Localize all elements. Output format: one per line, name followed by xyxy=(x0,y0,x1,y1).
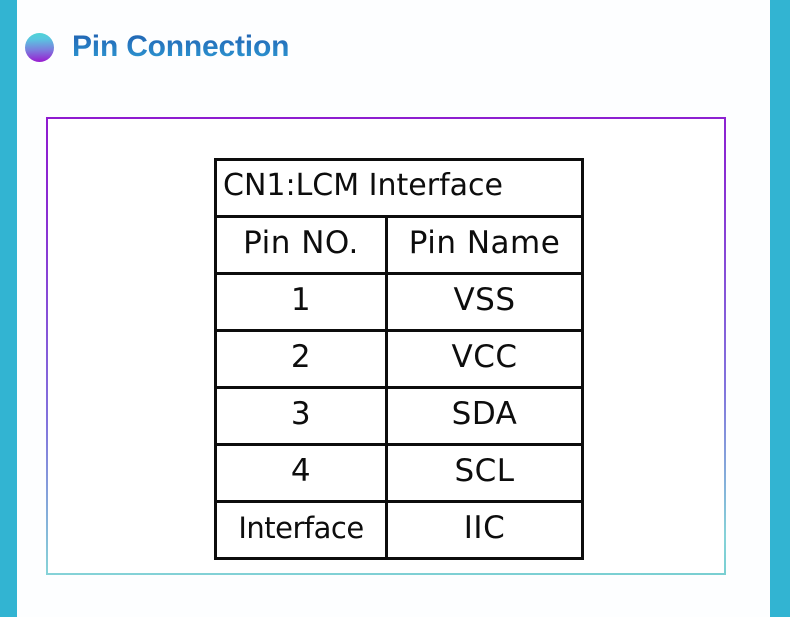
column-header-pin-name: Pin Name xyxy=(385,215,584,275)
cell-pin-no: 2 xyxy=(214,329,388,389)
slide-title-row: Pin Connection xyxy=(25,30,289,64)
cell-pin-name: SDA xyxy=(385,386,584,446)
table-caption-cell: CN1:LCM Interface xyxy=(214,158,584,218)
table-caption-row: CN1:LCM Interface xyxy=(214,158,584,218)
cell-pin-name: SCL xyxy=(385,443,584,503)
pin-connection-table: CN1:LCM Interface Pin NO. Pin Name 1 VSS… xyxy=(214,158,584,560)
table-row: 1 VSS xyxy=(214,272,584,332)
table-row: 3 SDA xyxy=(214,386,584,446)
content-box-inner: CN1:LCM Interface Pin NO. Pin Name 1 VSS… xyxy=(48,119,724,573)
cell-pin-name: VCC xyxy=(385,329,584,389)
column-header-pin-no: Pin NO. xyxy=(214,215,388,275)
left-accent-bar xyxy=(0,0,17,617)
table-row: 2 VCC xyxy=(214,329,584,389)
cell-pin-no: 4 xyxy=(214,443,388,503)
content-box: CN1:LCM Interface Pin NO. Pin Name 1 VSS… xyxy=(46,117,726,575)
slide-canvas: Pin Connection CN1:LCM Interface Pin NO.… xyxy=(17,0,770,617)
table-row: 4 SCL xyxy=(214,443,584,503)
table-header-row: Pin NO. Pin Name xyxy=(214,215,584,275)
pin-connection-table-image: CN1:LCM Interface Pin NO. Pin Name 1 VSS… xyxy=(214,158,584,560)
cell-pin-no: Interface xyxy=(214,500,388,560)
gradient-circle-bullet-icon xyxy=(25,32,54,62)
cell-pin-no: 1 xyxy=(214,272,388,332)
cell-pin-no: 3 xyxy=(214,386,388,446)
cell-pin-name: IIC xyxy=(385,500,584,560)
page-title: Pin Connection xyxy=(72,30,290,63)
right-accent-bar xyxy=(770,0,790,617)
table-row: Interface IIC xyxy=(214,500,584,560)
cell-pin-name: VSS xyxy=(385,272,584,332)
